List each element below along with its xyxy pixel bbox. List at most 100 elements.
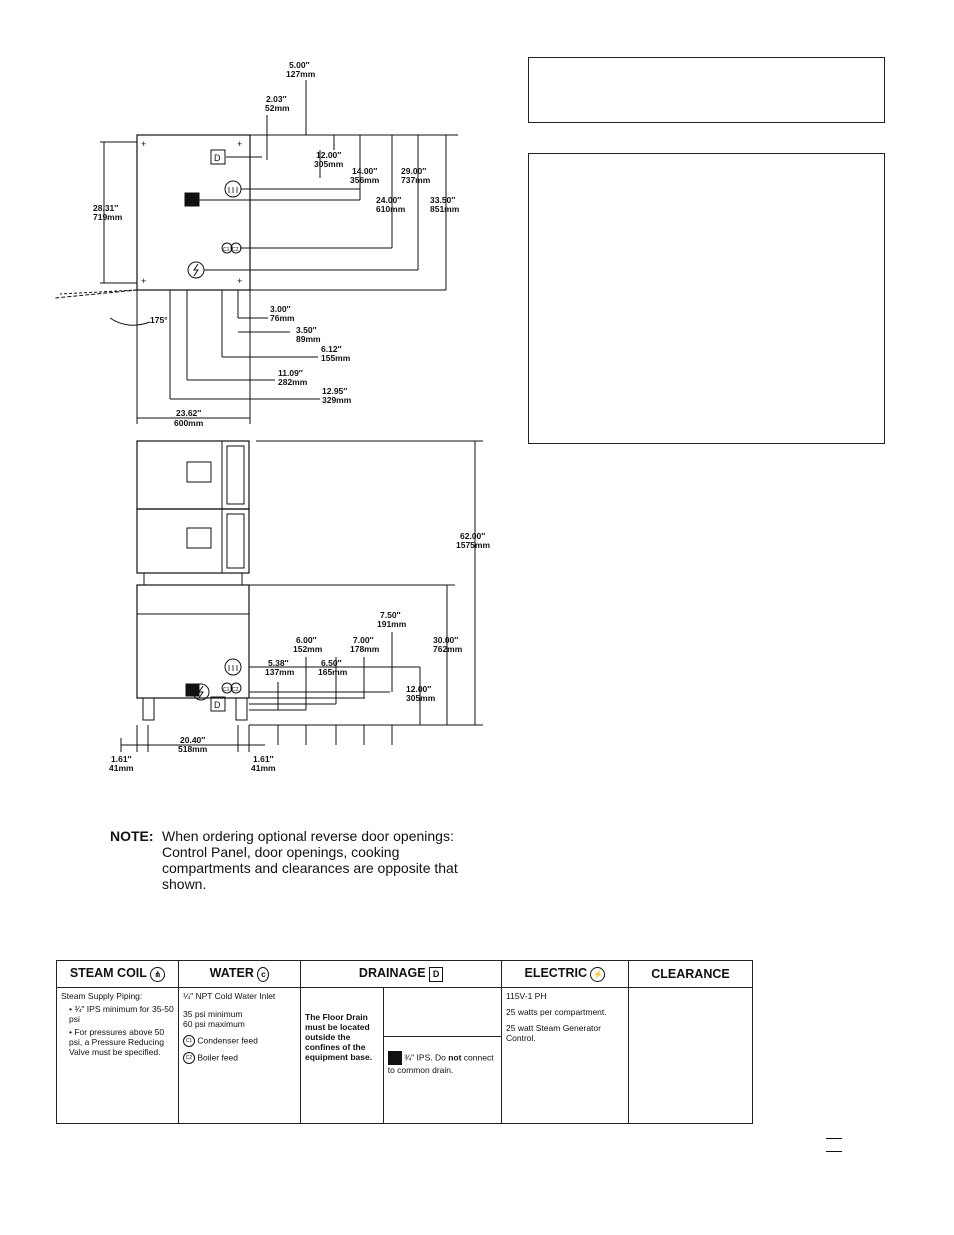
dim-62-00: 62.00″ [460, 531, 485, 541]
svg-text:152mm: 152mm [293, 644, 323, 654]
dim-28-31: 28.31″ [93, 203, 118, 213]
corner-plus: + [141, 276, 146, 286]
svg-text:D: D [214, 153, 221, 163]
dim-1-61-right: 1.61″ [253, 754, 274, 764]
leg [235, 697, 248, 721]
top-view-body [136, 134, 251, 291]
steam-coil-icon: ⋔ [150, 966, 166, 982]
steam-generator-drain-square [184, 192, 200, 207]
dim-5-00: 5.00″ [289, 60, 310, 70]
note-text: When ordering optional reverse door open… [162, 828, 458, 892]
svg-text:191mm: 191mm [377, 619, 407, 629]
corner-plus: + [237, 139, 242, 149]
dim-29-00: 29.00″ [401, 166, 426, 176]
dim-12-95: 12.95″ [322, 386, 347, 396]
dim-6-00: 6.00″ [296, 635, 317, 645]
svg-text:C1: C1 [223, 247, 230, 253]
leg [142, 697, 155, 721]
dim-12-00-front: 12.00″ [406, 684, 431, 694]
steam-cell: Steam Supply Piping: • ¾″ IPS minimum fo… [56, 987, 179, 1124]
dim-12-00-top: 12.00″ [316, 150, 341, 160]
water-c1-icon [221, 242, 233, 254]
note-label: NOTE: [110, 828, 154, 844]
svg-text:41mm: 41mm [109, 763, 134, 773]
dim-30-00: 30.00″ [433, 635, 458, 645]
dim-7-00: 7.00″ [353, 635, 374, 645]
page-mark [826, 1151, 842, 1152]
svg-text:89mm: 89mm [296, 334, 321, 344]
svg-text:356mm: 356mm [350, 175, 380, 185]
stand-top [143, 572, 243, 586]
dim-2-03: 2.03″ [266, 94, 287, 104]
svg-text:D: D [214, 700, 221, 710]
dim-23-62: 23.62″ [176, 408, 201, 418]
svg-text:137mm: 137mm [265, 667, 295, 677]
svg-text:52mm: 52mm [265, 103, 290, 113]
svg-text:719mm: 719mm [93, 212, 123, 222]
cabinet-base [136, 584, 250, 699]
dim-5-38: 5.38″ [268, 658, 289, 668]
clearance-cell [628, 987, 753, 1124]
floor-drain-cell: The Floor Drain must be located outside … [300, 987, 384, 1124]
svg-text:518mm: 518mm [178, 744, 208, 754]
svg-text:165mm: 165mm [318, 667, 348, 677]
svg-text:155mm: 155mm [321, 353, 351, 363]
lower-compartment [136, 508, 250, 574]
title-box [528, 57, 885, 123]
svg-text:C2: C2 [232, 247, 239, 253]
drain-icon: D [429, 966, 444, 982]
dim-3-50: 3.50″ [296, 325, 317, 335]
dim-11-09: 11.09″ [278, 368, 303, 378]
svg-text:329mm: 329mm [322, 395, 352, 405]
specification-box [528, 153, 885, 444]
drain-square-icon [387, 1051, 402, 1065]
dim-24-00: 24.00″ [376, 195, 401, 205]
svg-text:282mm: 282mm [278, 377, 308, 387]
svg-text:76mm: 76mm [270, 313, 295, 323]
svg-text:1575mm: 1575mm [456, 540, 490, 550]
installation-diagram: + + + + D C1 C2 5.00″ 127mm [54, 60, 490, 773]
svg-text:610mm: 610mm [376, 204, 406, 214]
header-drainage: DRAINAGE D [300, 960, 502, 988]
svg-text:305mm: 305mm [406, 693, 436, 703]
svg-text:305mm: 305mm [314, 159, 344, 169]
svg-text:178mm: 178mm [350, 644, 380, 654]
svg-text:851mm: 851mm [430, 204, 460, 214]
page-mark [826, 1138, 842, 1139]
dim-14-00: 14.00″ [352, 166, 377, 176]
electric-icon: ⚡ [590, 966, 606, 982]
door-window [186, 461, 212, 483]
svg-text:C1: C1 [223, 687, 230, 693]
drain-symbol [210, 696, 226, 712]
header-clearance: CLEARANCE [628, 960, 753, 988]
svg-text:737mm: 737mm [401, 175, 431, 185]
dim-1-61-left: 1.61″ [111, 754, 132, 764]
svg-text:762mm: 762mm [433, 644, 463, 654]
dim-3-00: 3.00″ [270, 304, 291, 314]
upper-compartment [136, 440, 250, 510]
header-electric: ELECTRIC ⚡ [501, 960, 629, 988]
corner-plus: + [237, 276, 242, 286]
corner-plus: + [141, 139, 146, 149]
reverse-door-note: NOTE: When ordering optional reverse doo… [110, 828, 480, 892]
c2-icon: C2 [183, 1052, 195, 1064]
electric-icon [192, 683, 210, 701]
dim-33-50: 33.50″ [430, 195, 455, 205]
dim-6-50: 6.50″ [321, 658, 342, 668]
utility-spec-table: STEAM COIL ⋔ WATER c DRAINAGE D ELECTRIC… [56, 960, 753, 1124]
dim-7-50: 7.50″ [380, 610, 401, 620]
door-window [186, 527, 212, 549]
door-angle: 175° [150, 315, 168, 325]
steam-coil-icon [224, 658, 242, 676]
ips-drain-cell: ¾″ IPS. Do not connect to common drain. [382, 987, 503, 1124]
svg-text:C2: C2 [232, 687, 239, 693]
drain-symbol [210, 149, 226, 165]
dim-6-12: 6.12″ [321, 344, 342, 354]
water-cell: ¼″ NPT Cold Water Inlet 35 psi minimum 6… [178, 987, 301, 1124]
svg-text:127mm: 127mm [286, 69, 316, 79]
dim-20-40: 20.40″ [180, 735, 205, 745]
header-steam-coil: STEAM COIL ⋔ [56, 960, 179, 988]
header-water: WATER c [178, 960, 301, 988]
water-drop-icon: c [257, 966, 270, 982]
electric-cell: 115V-1 PH 25 watts per compartment. 25 w… [501, 987, 629, 1124]
